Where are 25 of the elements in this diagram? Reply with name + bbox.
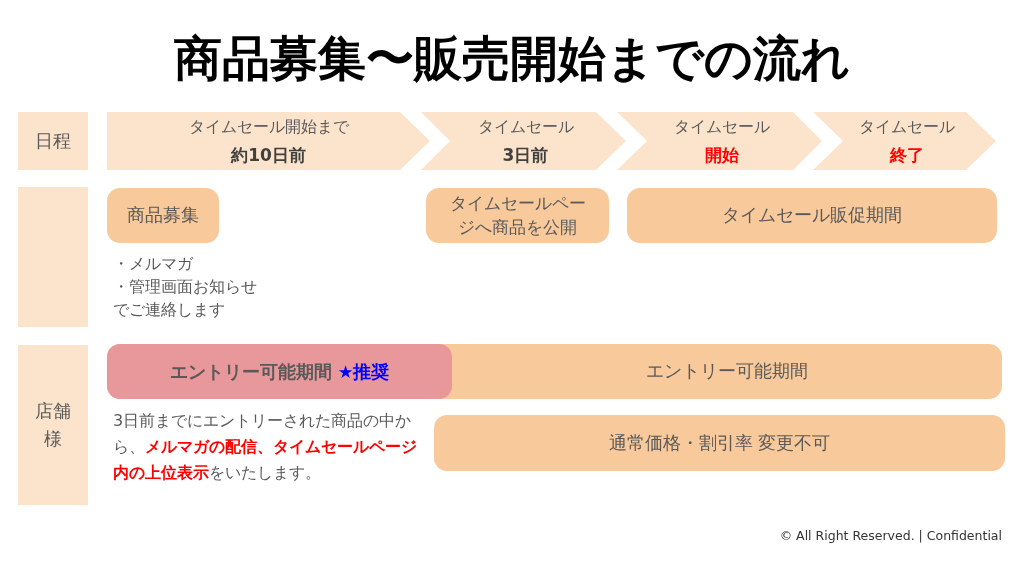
- recommended-label: ★推奨: [337, 360, 390, 384]
- task-box: タイムセールページへ商品を公開: [426, 188, 609, 243]
- period-bar: 通常価格・割引率 変更不可: [434, 415, 1005, 471]
- step-label: タイムセール: [673, 116, 770, 136]
- step-date: 開始: [704, 144, 739, 166]
- period-bar: エントリー可能期間: [452, 344, 1002, 399]
- recommended-period-bar: [107, 344, 452, 399]
- period-bar: タイムセール販促期間: [627, 188, 997, 243]
- step-label: タイムセール: [477, 116, 574, 136]
- step-label: タイムセール開始まで: [188, 116, 349, 136]
- note-text: ・管理画面お知らせ: [113, 276, 257, 298]
- row-header: [18, 187, 88, 327]
- step-date: 3日前: [502, 144, 549, 166]
- note-text: ・メルマガ: [113, 253, 193, 275]
- task-box: 商品募集: [107, 188, 219, 243]
- step-date: 終了: [889, 144, 924, 166]
- note-text: 3日前までにエントリーされた商品の中から、メルマガの配信、タイムセールページ内の上位表示をいたします。: [113, 410, 418, 484]
- row-header: 日程: [18, 112, 88, 170]
- step-date: 約10日前: [231, 144, 306, 166]
- slide-title: 商品募集〜販売開始までの流れ: [174, 30, 850, 88]
- step-label: タイムセール: [858, 116, 955, 136]
- row-header: 店舗様: [18, 345, 88, 505]
- note-text: でご連絡します: [113, 299, 225, 321]
- period-label: エントリー可能期間: [169, 360, 332, 384]
- footer-note: © All Right Reserved. | Confidential: [779, 528, 1002, 543]
